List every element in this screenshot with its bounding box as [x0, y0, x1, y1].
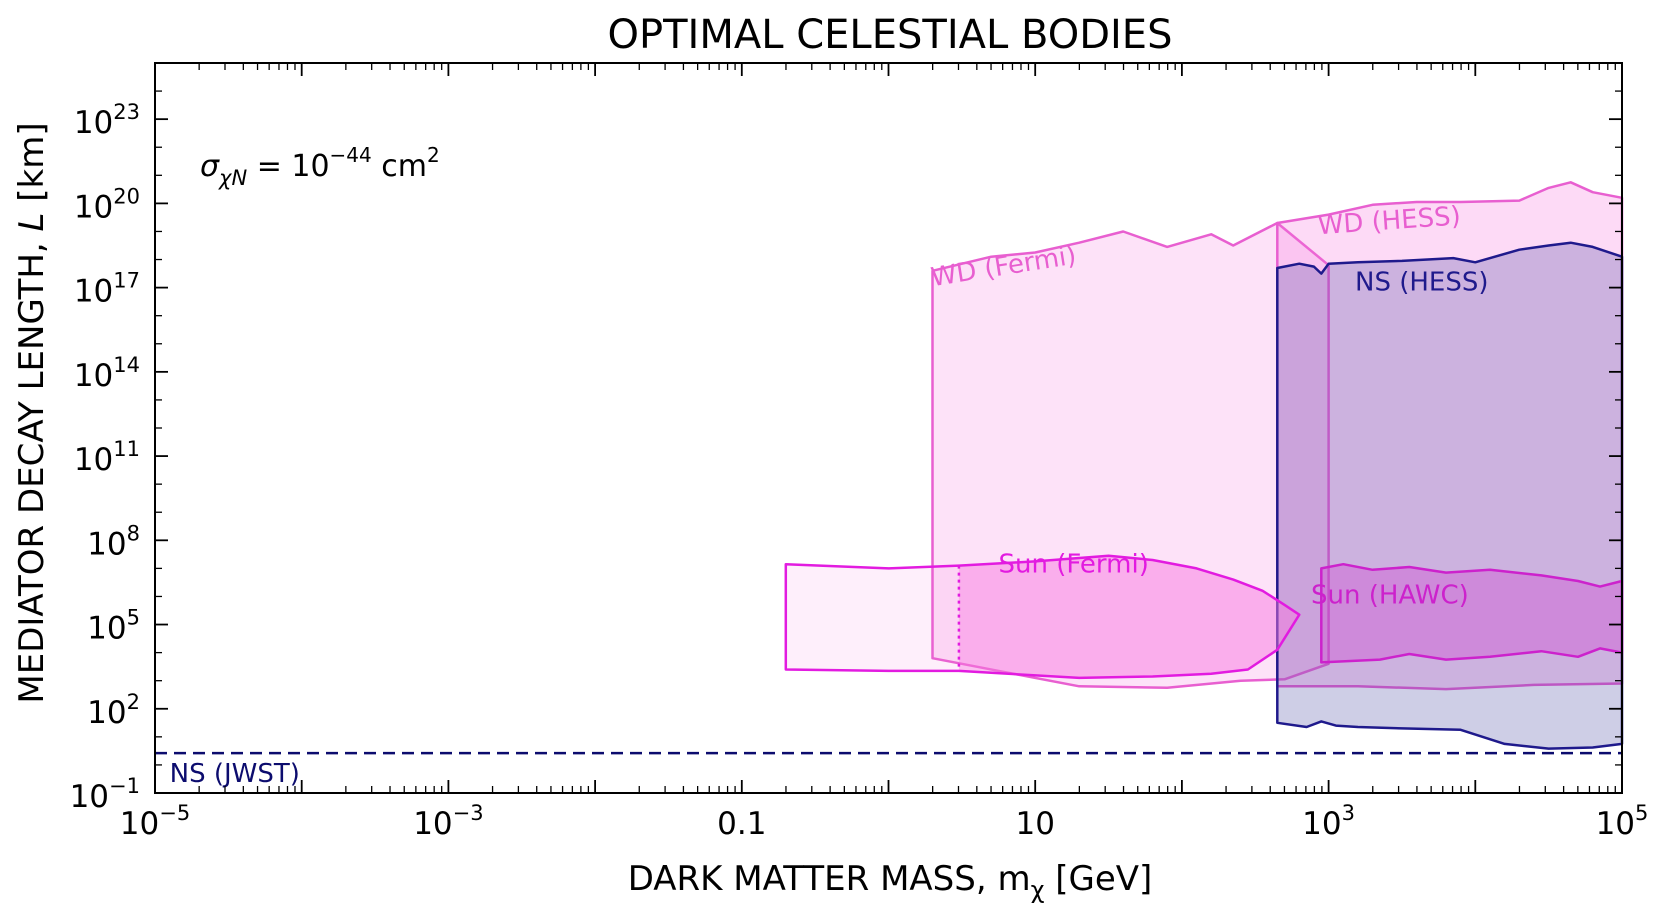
series-wd-fermi-outline	[931, 221, 1330, 689]
ticks-layer: 10−5 10−3 0.1 10 103 105 10−1 102 105 108 1011 1014…	[70, 62, 1649, 842]
series-wd-hess	[1276, 181, 1624, 691]
x-tick-label: 10−5	[120, 801, 190, 842]
y-tick-label: 102	[87, 690, 140, 731]
regions-layer	[155, 181, 1624, 755]
x-axis-title: DARK MATTER MASS, mχ [GeV]	[628, 859, 1153, 904]
x-tick-label: 10−3	[413, 801, 483, 842]
y-tick-label: 1014	[74, 353, 140, 394]
label-sun-fermi: Sun (Fermi)	[999, 550, 1149, 580]
y-tick-label: 1023	[74, 100, 140, 141]
x-tick-label: 0.1	[717, 806, 766, 842]
series-ns-hess-fill	[1277, 242, 1622, 749]
series-wd-fermi	[931, 221, 1330, 689]
x-tick-label: 103	[1302, 801, 1355, 842]
series-sun-fermi	[784, 554, 1301, 680]
chart-title: OPTIMAL CELESTIAL BODIES	[608, 12, 1173, 58]
series-sun-fermi-fill	[785, 555, 1300, 678]
y-tick-label: 1020	[74, 184, 140, 225]
y-tick-label: 105	[87, 606, 140, 647]
series-wd-hess-outline	[1276, 181, 1624, 691]
x-tick-label: 10	[1015, 806, 1054, 842]
series-wd-hess-fill	[1277, 182, 1622, 690]
x-tick-label: 105	[1596, 801, 1649, 842]
y-axis-title: MEDIATOR DECAY LENGTH, L [km]	[12, 122, 52, 703]
series-ns-hess	[1276, 241, 1624, 750]
y-tick-label: 1011	[74, 437, 140, 478]
y-tick-label: 108	[87, 521, 140, 562]
y-tick-label: 1017	[74, 269, 140, 310]
label-ns-hess: NS (HESS)	[1355, 267, 1489, 297]
y-tick-label: 10−1	[70, 774, 140, 815]
label-sun-hawc: Sun (HAWC)	[1311, 580, 1469, 610]
series-sun-hawc-fill	[1321, 564, 1622, 663]
series-ns-hess-outline	[1276, 241, 1624, 750]
series-sun-fermi-outline	[784, 554, 1301, 680]
series-sun-fermi-dense-fill	[958, 555, 1300, 678]
annotation-text: σχN = 10−44 cm2	[200, 143, 440, 190]
cross-section-annotation: σχN = 10−44 cm2	[200, 143, 440, 190]
label-ns-jwst: NS (JWST)	[170, 759, 300, 789]
series-wd-fermi-fill	[932, 223, 1329, 688]
